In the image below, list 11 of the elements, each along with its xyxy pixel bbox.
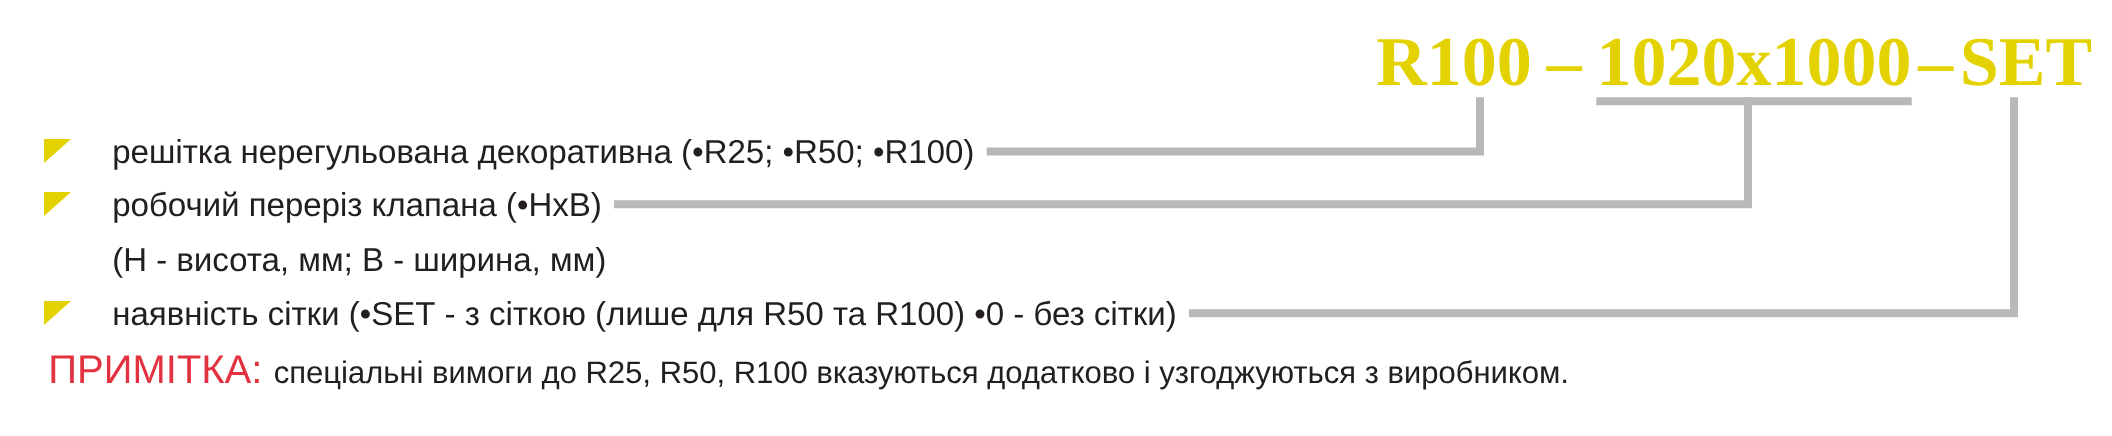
code-separator: – xyxy=(1546,66,1583,72)
description-text: решітка нерегульована декоративна (•R25; •R50; •R100) xyxy=(114,139,973,170)
description-text: наявність сітки (•SET - з сіткою (лише для R50 та R100) •0 - без сітки) xyxy=(114,300,1175,332)
code-text: R100 xyxy=(1377,38,1530,86)
code-separator: – xyxy=(1917,66,1954,72)
description-text: (Н - висота, мм; В - ширина, мм) xyxy=(114,247,605,278)
code-text: 1020x1000 xyxy=(1602,38,1909,86)
note-text: спеціальні вимоги до R25, R50, R100 вказуються додатково і узгоджуються з виробником. xyxy=(275,360,1567,390)
note-heading: ПРИМІТКА: xyxy=(51,355,259,383)
code-text: SET xyxy=(1963,38,2092,86)
description-text: робочий переріз клапана (•НхВ) xyxy=(114,191,600,223)
